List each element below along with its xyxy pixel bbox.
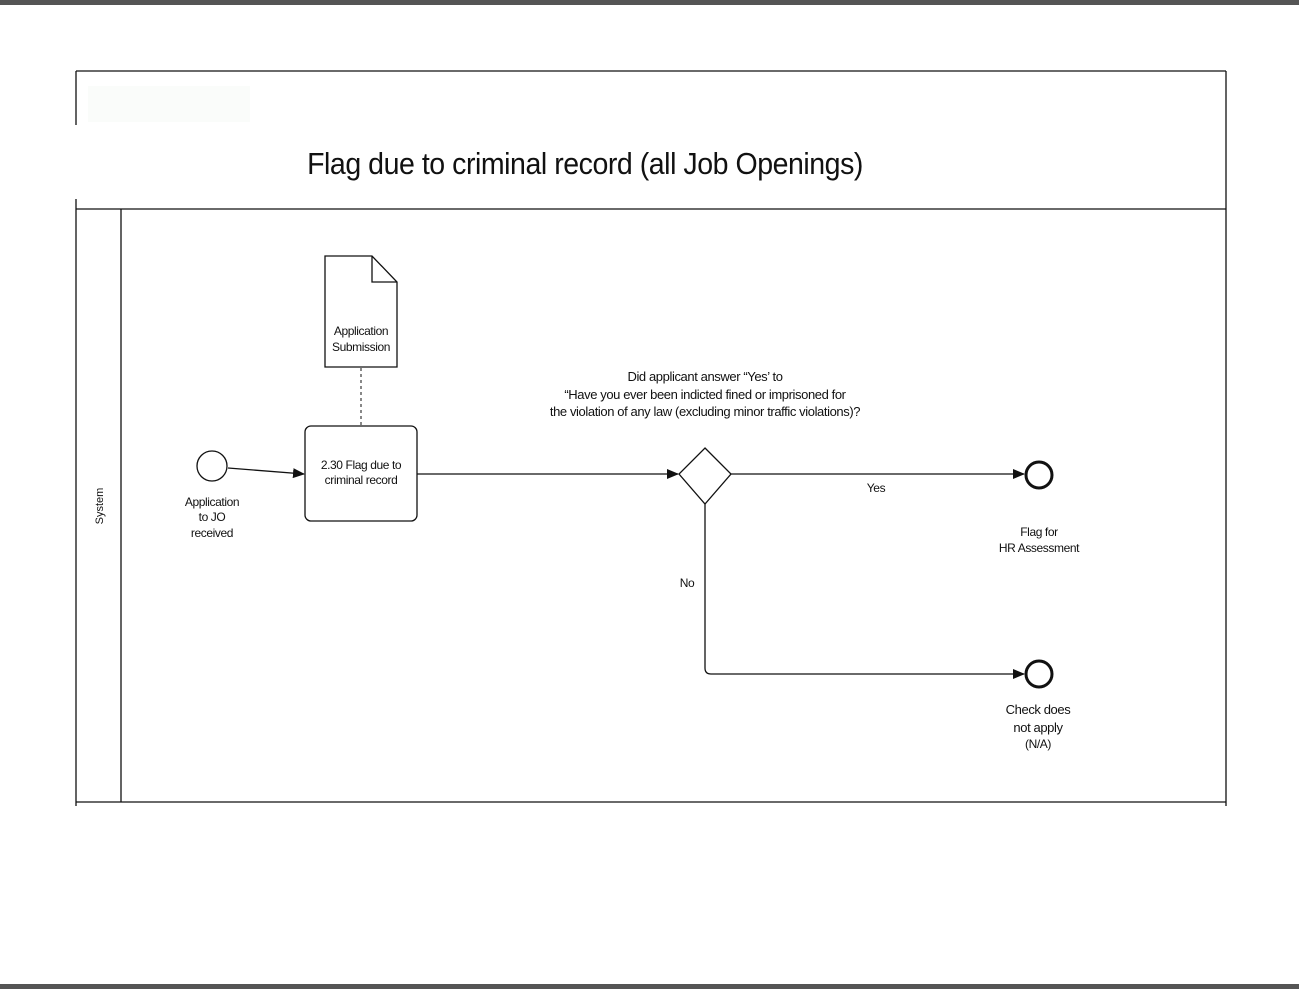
diagram-title: Flag due to criminal record (all Job Ope… (307, 146, 863, 181)
lane-label: System (94, 487, 106, 525)
bottom-border-bar (0, 984, 1299, 989)
pool-frame (75, 70, 1227, 806)
end-event-na-label: Check does not apply (N/A) (1005, 702, 1071, 752)
gateway-diamond (678, 447, 732, 505)
flow-yes-label: Yes (866, 481, 886, 495)
flow-no-label: No (679, 576, 695, 590)
start-event (196, 450, 228, 482)
document-label: Application Submission (331, 324, 391, 355)
end-event-flag-label: Flag for HR Assessment (998, 525, 1080, 556)
task-label: 2.30 Flag due to criminal record (320, 458, 402, 488)
flow-start-to-task (227, 467, 305, 479)
document-fold (371, 256, 397, 283)
end-event-na (1024, 659, 1054, 689)
document-shape (324, 255, 398, 368)
end-event-flag (1024, 460, 1054, 490)
flow-no (704, 504, 1025, 679)
header-logo-placeholder (88, 86, 250, 122)
gateway-question: Did applicant answer “Yes’ to “Have you … (549, 369, 861, 420)
top-border-bar (0, 0, 1299, 5)
start-event-label: Application to JO received (184, 495, 240, 540)
